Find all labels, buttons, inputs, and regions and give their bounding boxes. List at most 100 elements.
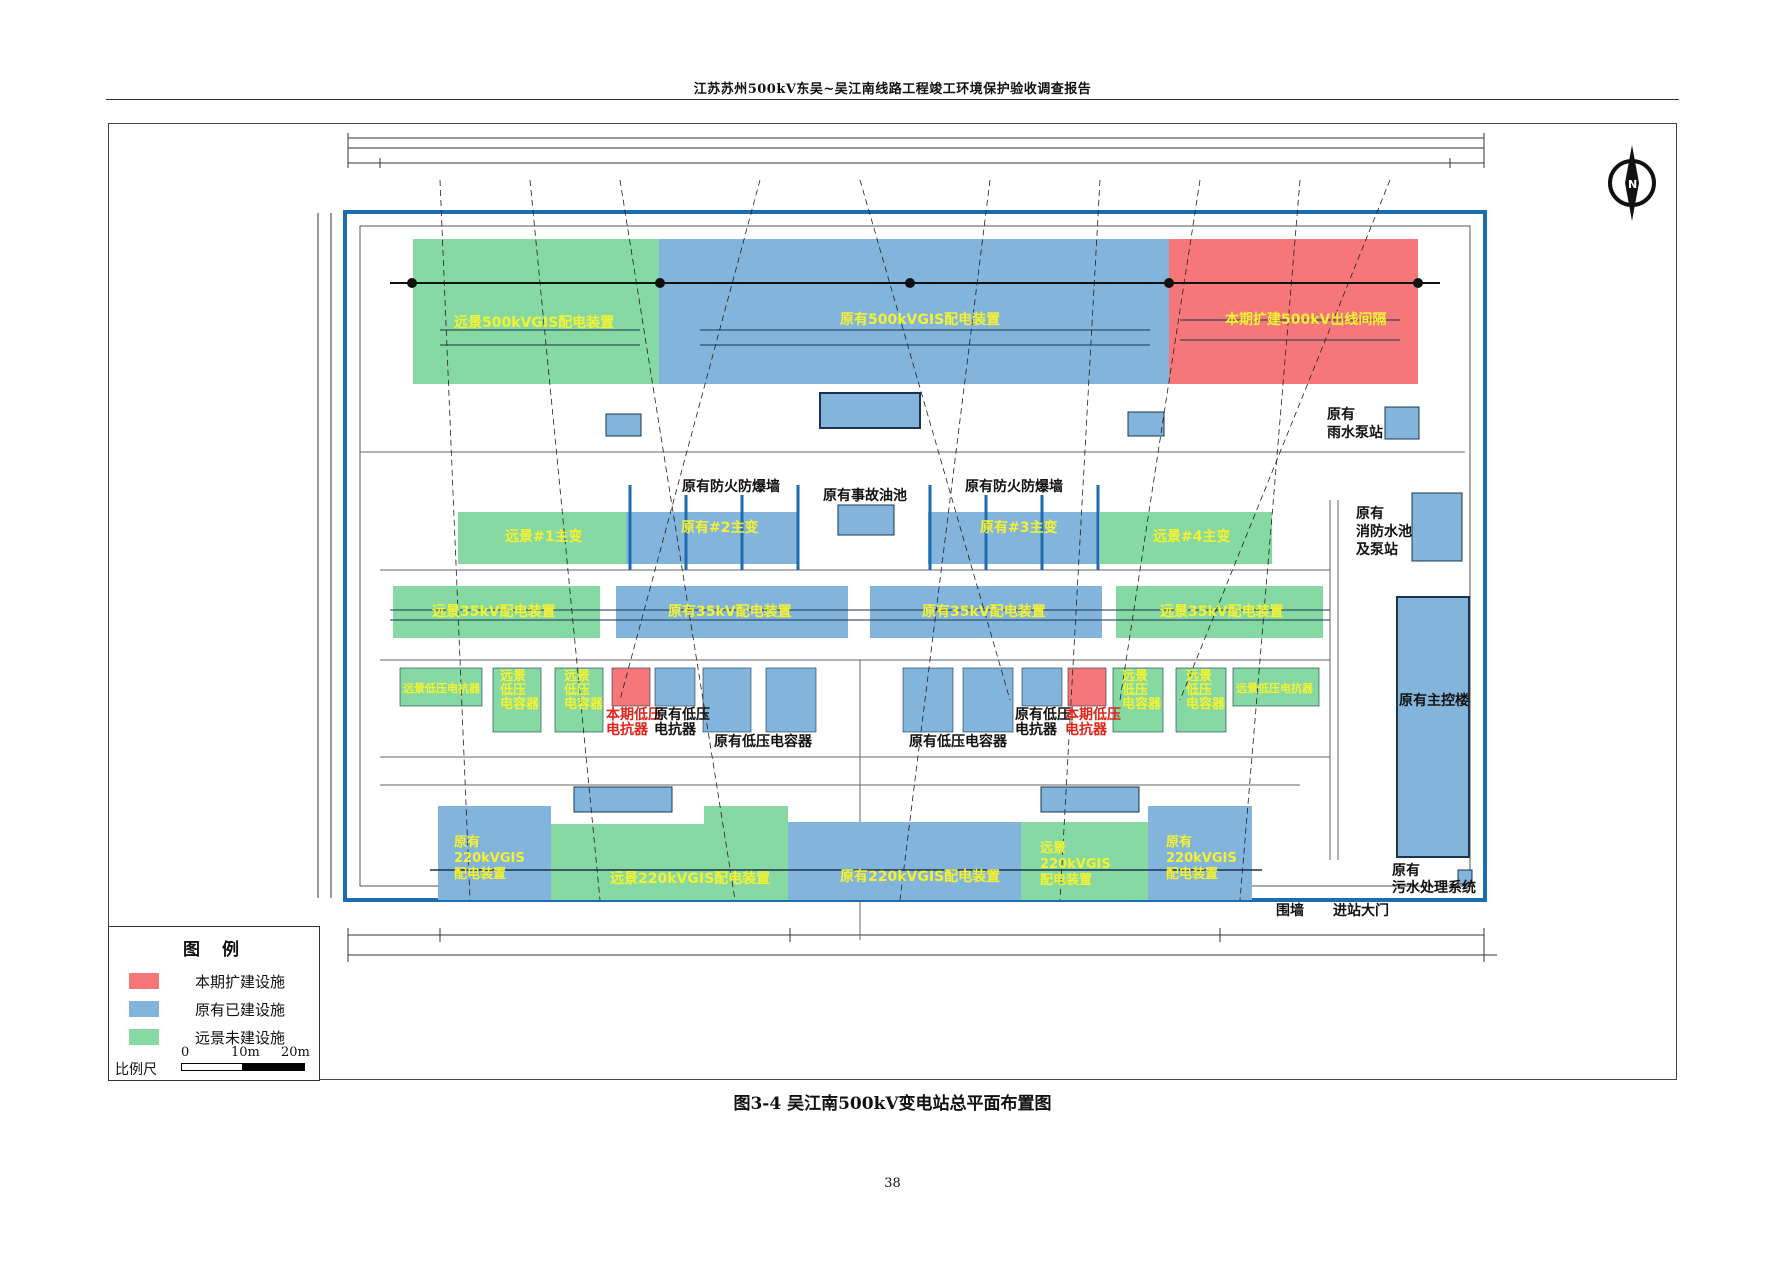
relay-room-220-left [573, 786, 673, 813]
lv-new-reactor-left [611, 667, 651, 707]
label-lv-capacitor-old-left: 原有低压电容器 [714, 733, 813, 750]
label-control-building: 原有主控楼 [1399, 692, 1469, 709]
label-transformer-4: 远景#4主变 [1153, 528, 1230, 545]
zone-transformer-2-existing [626, 512, 798, 564]
zone-35kv-existing-right [870, 586, 1102, 638]
scale-label: 比例尺 [115, 1062, 157, 1078]
bottom-dimension-lines [347, 928, 1497, 962]
zone-220kv-existing-mid [788, 822, 1021, 900]
legend-label-existing: 原有已建设施 [195, 1001, 286, 1019]
zone-35kv-existing-left [616, 586, 848, 638]
main-control-building [1396, 596, 1470, 858]
label-35kv-existing-left: 原有35kV配电装置 [668, 603, 792, 620]
zone-220kv-future-left [551, 824, 788, 900]
label-500kv-gis-future: 远景500kVGIS配电装置 [454, 314, 614, 331]
label-lv-future-reactor-left: 远景低压电抗器 [403, 681, 481, 695]
zone-220kv-existing-right [1148, 806, 1252, 900]
legend-label-expansion: 本期扩建设施 [195, 973, 286, 991]
label-500kv-gis-existing: 原有500kVGIS配电装置 [840, 311, 1000, 328]
label-35kv-future-left: 远景35kV配电装置 [432, 603, 556, 620]
label-lv-reactor-new-left: 本期低压电抗器 [606, 706, 662, 738]
busbar-500kv [390, 278, 1440, 288]
lv-future-cap-3 [1112, 667, 1164, 733]
label-transformer-3: 原有#3主变 [980, 519, 1057, 536]
scale-tick-20: 20m [281, 1045, 310, 1060]
scale-bar-black [243, 1063, 305, 1071]
label-35kv-existing-right: 原有35kV配电装置 [922, 603, 1046, 620]
lv-old-reactor-left [654, 667, 696, 707]
drawing-frame [108, 123, 1677, 1080]
lv-new-reactor-right [1067, 667, 1107, 707]
lv-old-cap-2 [765, 667, 817, 733]
zone-220kv-future-right [1021, 822, 1148, 900]
label-transformer-2: 原有#2主变 [681, 519, 758, 536]
lv-old-cap-1 [702, 667, 752, 733]
small-building-left [605, 413, 642, 437]
label-sewage: 原有污水处理系统 [1392, 862, 1476, 896]
label-lv-capacitor-old-right: 原有低压电容器 [909, 733, 1008, 750]
figure-caption: 图3-4 吴江南500kV变电站总平面布置图 [733, 1094, 1052, 1114]
label-35kv-future-right: 远景35kV配电装置 [1160, 603, 1284, 620]
north-letter: N [1628, 178, 1637, 191]
legend-swatch-existing [129, 1001, 159, 1017]
lv-future-cap-1 [492, 667, 542, 733]
oil-pool-building [837, 504, 895, 536]
zone-35kv-future-right [1116, 586, 1323, 638]
label-lv-future-cap-1: 远景低压电容器 [499, 669, 540, 712]
label-oil-pool: 原有事故油池 [823, 487, 907, 504]
legend-swatch-future [129, 1029, 159, 1045]
label-lv-future-cap-4: 远景低压电容器 [1185, 669, 1226, 712]
label-lv-reactor-new-right: 本期低压电抗器 [1065, 706, 1121, 738]
zone-35kv-future-left [393, 586, 600, 638]
busbar-35kv [390, 609, 1330, 621]
scale-bar-white [181, 1063, 243, 1071]
overhead-lead-lines [439, 179, 1391, 901]
rain-pump-station-building [1384, 406, 1420, 440]
label-gate: 进站大门 [1333, 902, 1389, 919]
label-transformer-1: 远景#1主变 [505, 528, 582, 545]
internal-roads [360, 451, 1465, 940]
label-220kv-existing-mid: 原有220kVGIS配电装置 [840, 868, 1000, 885]
lv-equipment-row [399, 667, 1320, 733]
zone-500kv-gis-existing [659, 239, 1169, 384]
label-firewall-left: 原有防火防爆墙 [682, 478, 780, 495]
scale-tick-0: 0 [181, 1045, 190, 1060]
gis-equipment-rows [440, 319, 1400, 346]
fire-pool-building [1411, 492, 1463, 562]
label-rain-pump: 原有雨水泵站 [1327, 406, 1383, 441]
label-firewall-right: 原有防火防爆墙 [965, 478, 1063, 495]
legend-box: 图 例 本期扩建设施 原有已建设施 远景未建设施 比例尺 0 10m 20m [108, 926, 320, 1081]
zone-transformer-3-existing [928, 512, 1098, 564]
label-500kv-expansion: 本期扩建500kV出线间隔 [1225, 311, 1386, 328]
page-number: 38 [884, 1176, 901, 1191]
label-lv-reactor-old-right: 原有低压电抗器 [1015, 706, 1071, 738]
legend-label-future: 远景未建设施 [195, 1029, 286, 1047]
zone-transformer-1-future [458, 512, 626, 564]
relay-room-220-right [1040, 786, 1140, 813]
lv-old-reactor-right [1021, 667, 1063, 707]
lv-future-reactor-left [399, 667, 483, 707]
label-220kv-future-left: 远景220kVGIS配电装置 [610, 870, 770, 887]
header-rule [106, 99, 1679, 100]
report-header-title: 江苏苏州500kV东吴~吴江南线路工程竣工环境保护验收调查报告 [693, 82, 1092, 97]
lv-future-cap-2 [554, 667, 604, 733]
label-lv-reactor-old-left: 原有低压电抗器 [654, 706, 710, 738]
lv-old-cap-4 [962, 667, 1014, 733]
north-arrow-icon: N [1608, 145, 1656, 221]
zone-transformer-4-future [1100, 512, 1272, 564]
label-fire-pool: 原有消防水池及泵站 [1356, 505, 1412, 558]
zone-500kv-expansion [1169, 239, 1418, 384]
left-dimension-lines [317, 213, 332, 898]
zone-500kv-gis-future [413, 239, 659, 384]
sewage-system-building [1457, 869, 1473, 885]
legend-title: 图 例 [183, 940, 247, 960]
lv-future-cap-4 [1175, 667, 1227, 733]
lv-future-reactor-right [1232, 667, 1320, 707]
label-enclosure: 围墙 [1276, 902, 1304, 919]
scale-tick-10: 10m [231, 1045, 260, 1060]
relay-room-building [819, 392, 921, 429]
small-building-mid [1127, 411, 1165, 437]
